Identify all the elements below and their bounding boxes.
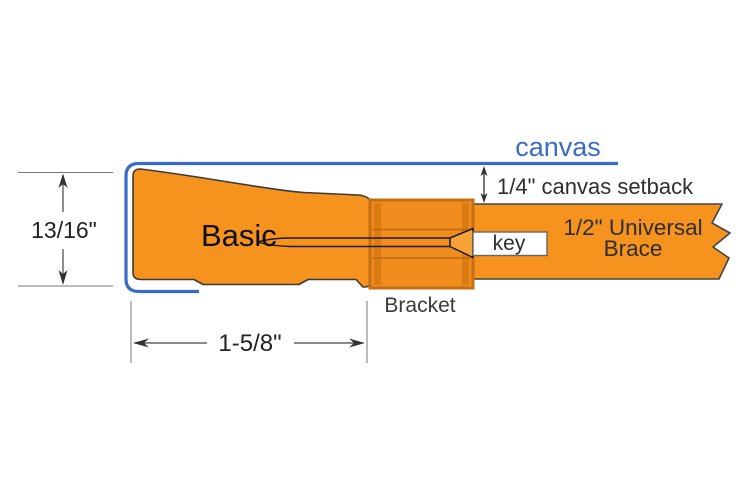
height-arrow-down: [58, 270, 68, 285]
kerf-top-line: [256, 237, 450, 243]
setback-dimension: 1/4" canvas setback: [480, 166, 694, 203]
brace-label-line2: Brace: [604, 236, 663, 261]
width-arrow-left: [133, 338, 149, 348]
height-dimension: 13/16": [18, 172, 113, 287]
kerf-bottom-line: [256, 241, 450, 248]
setback-label: 1/4" canvas setback: [497, 174, 694, 199]
key-box: [472, 231, 548, 257]
bracket-label: Bracket: [384, 294, 455, 317]
brace-label-line1: 1/2" Universal: [563, 215, 702, 240]
canvas-label: canvas: [515, 132, 601, 162]
height-dim-label: 13/16": [31, 217, 97, 243]
width-dim-label: 1-5/8": [218, 330, 281, 357]
brace-shape: [467, 203, 731, 280]
setback-arrow-up: [480, 166, 488, 176]
canvas-line: [124, 161, 618, 294]
setback-arrow-down: [480, 193, 488, 203]
bracket-left-band: [374, 203, 381, 285]
height-arrow-up: [58, 173, 68, 188]
width-dimension: 1-5/8": [130, 301, 368, 363]
profile-label: Basic: [201, 218, 277, 253]
key-wedge: [449, 227, 474, 259]
key-label: key: [493, 232, 526, 255]
width-arrow-right: [349, 338, 365, 348]
